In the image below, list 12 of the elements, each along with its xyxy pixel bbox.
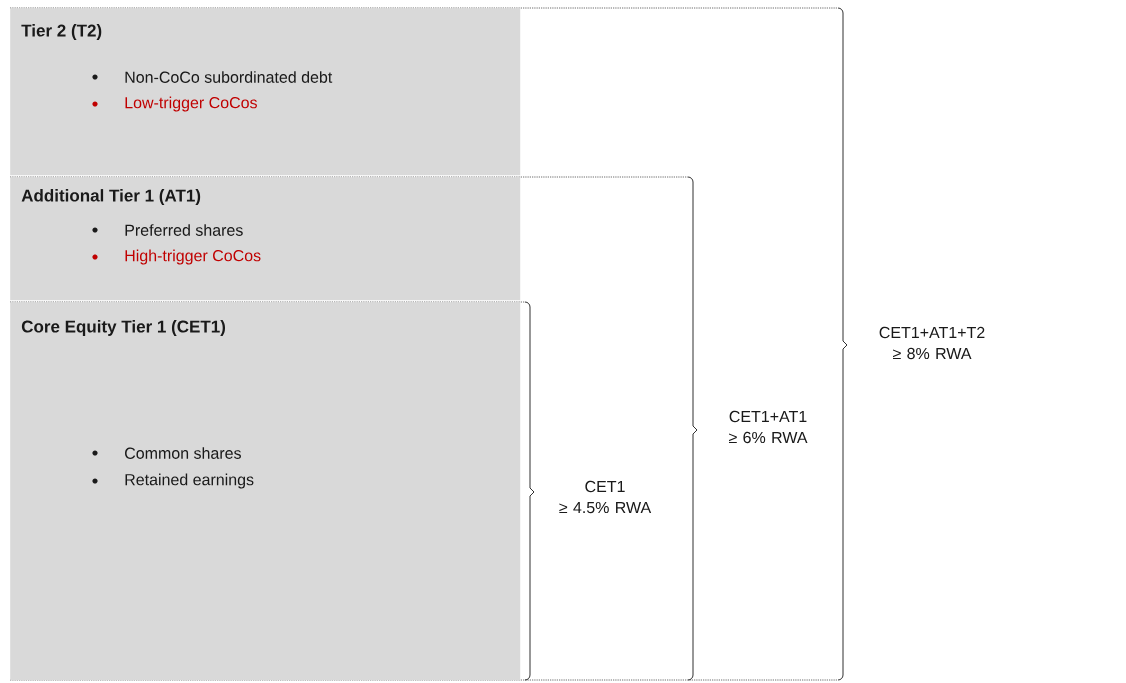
- bullet-item: Common shares: [92, 447, 241, 459]
- band-heading: Additional Tier 1 (AT1): [21, 189, 201, 205]
- brace-label: CET1+AT1+T2 ≥ 8% RWA: [879, 326, 985, 360]
- band-heading: Tier 2 (T2): [21, 24, 102, 40]
- band-heading: Core Equity Tier 1 (CET1): [21, 320, 225, 336]
- brace-label: CET1+AT1 ≥ 6% RWA: [729, 410, 808, 444]
- brace-label: CET1 ≥ 4.5% RWA: [559, 480, 652, 514]
- bullet-item: Low-trigger CoCos: [92, 96, 257, 112]
- bullet-item: Retained earnings: [92, 473, 254, 489]
- bullet-item: High-trigger CoCos: [92, 249, 261, 265]
- bullet-item: Preferred shares: [92, 224, 243, 236]
- bullet-item: Non-CoCo subordinated debt: [92, 71, 333, 83]
